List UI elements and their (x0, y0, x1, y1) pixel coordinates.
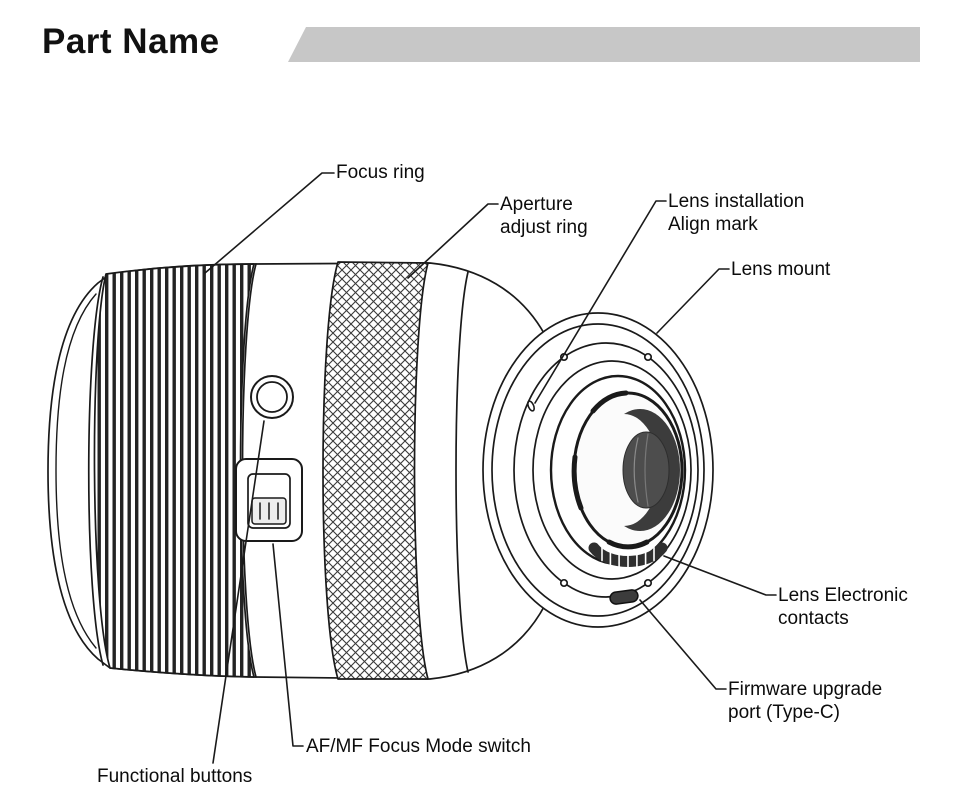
label-focus-ring: Focus ring (336, 162, 425, 183)
leader-lines (204, 172, 777, 764)
label-lens-electronic-contacts: Lens Electronic contacts (778, 584, 908, 630)
align-mark-drawing (527, 400, 535, 412)
label-line: contacts (778, 608, 849, 629)
label-line: Firmware upgrade (728, 679, 883, 700)
title-banner (288, 27, 920, 62)
focus-ring-drawing (93, 263, 255, 678)
mount-screw (643, 352, 653, 362)
label-functional-buttons: Functional buttons (97, 766, 253, 787)
leader-electronic-contacts (663, 555, 777, 596)
leader-functional-buttons (212, 420, 265, 764)
rear-taper-ring-line (455, 271, 469, 673)
mount-screw (559, 578, 569, 588)
label-lens-mount: Lens mount (731, 259, 831, 280)
aperture-ring-drawing (322, 261, 429, 680)
firmware-port-drawing (609, 589, 639, 605)
label-line: Lens installation (668, 191, 805, 212)
bayonet-tab-left (571, 454, 584, 511)
lens-mount-drawing (513, 342, 699, 598)
bayonet-tab-top (590, 390, 629, 414)
label-af-mf-focus-mode-switch: AF/MF Focus Mode switch (306, 736, 531, 757)
leader-lens-mount (656, 268, 730, 334)
leader-firmware-port (639, 599, 727, 690)
front-rim-inner-arc (55, 293, 97, 649)
rear-glass-element (622, 431, 670, 509)
label-line: Lens Electronic (778, 585, 908, 606)
label-aperture-adjust-ring: Aperture adjust ring (500, 193, 588, 239)
leader-align-mark (534, 200, 667, 404)
page-title: Part Name (42, 22, 220, 61)
af-mf-switch-drawing (235, 458, 303, 542)
label-line: adjust ring (500, 217, 588, 238)
label-line: port (Type-C) (728, 702, 840, 723)
bayonet-tab-bottom (606, 539, 650, 550)
label-line: Aperture (500, 194, 573, 215)
leader-focus-ring (204, 172, 335, 274)
label-lens-installation-align-mark: Lens installation Align mark (668, 190, 804, 236)
label-firmware-upgrade-port: Firmware upgrade port (Type-C) (728, 678, 882, 724)
leader-af-mf-switch (272, 543, 304, 747)
label-line: Align mark (668, 214, 758, 235)
functional-button-drawing (250, 375, 294, 419)
mount-screw (643, 578, 653, 588)
leader-aperture-ring (407, 203, 499, 279)
front-rim-boundary (87, 276, 104, 666)
electronic-contacts-drawing (588, 542, 668, 570)
